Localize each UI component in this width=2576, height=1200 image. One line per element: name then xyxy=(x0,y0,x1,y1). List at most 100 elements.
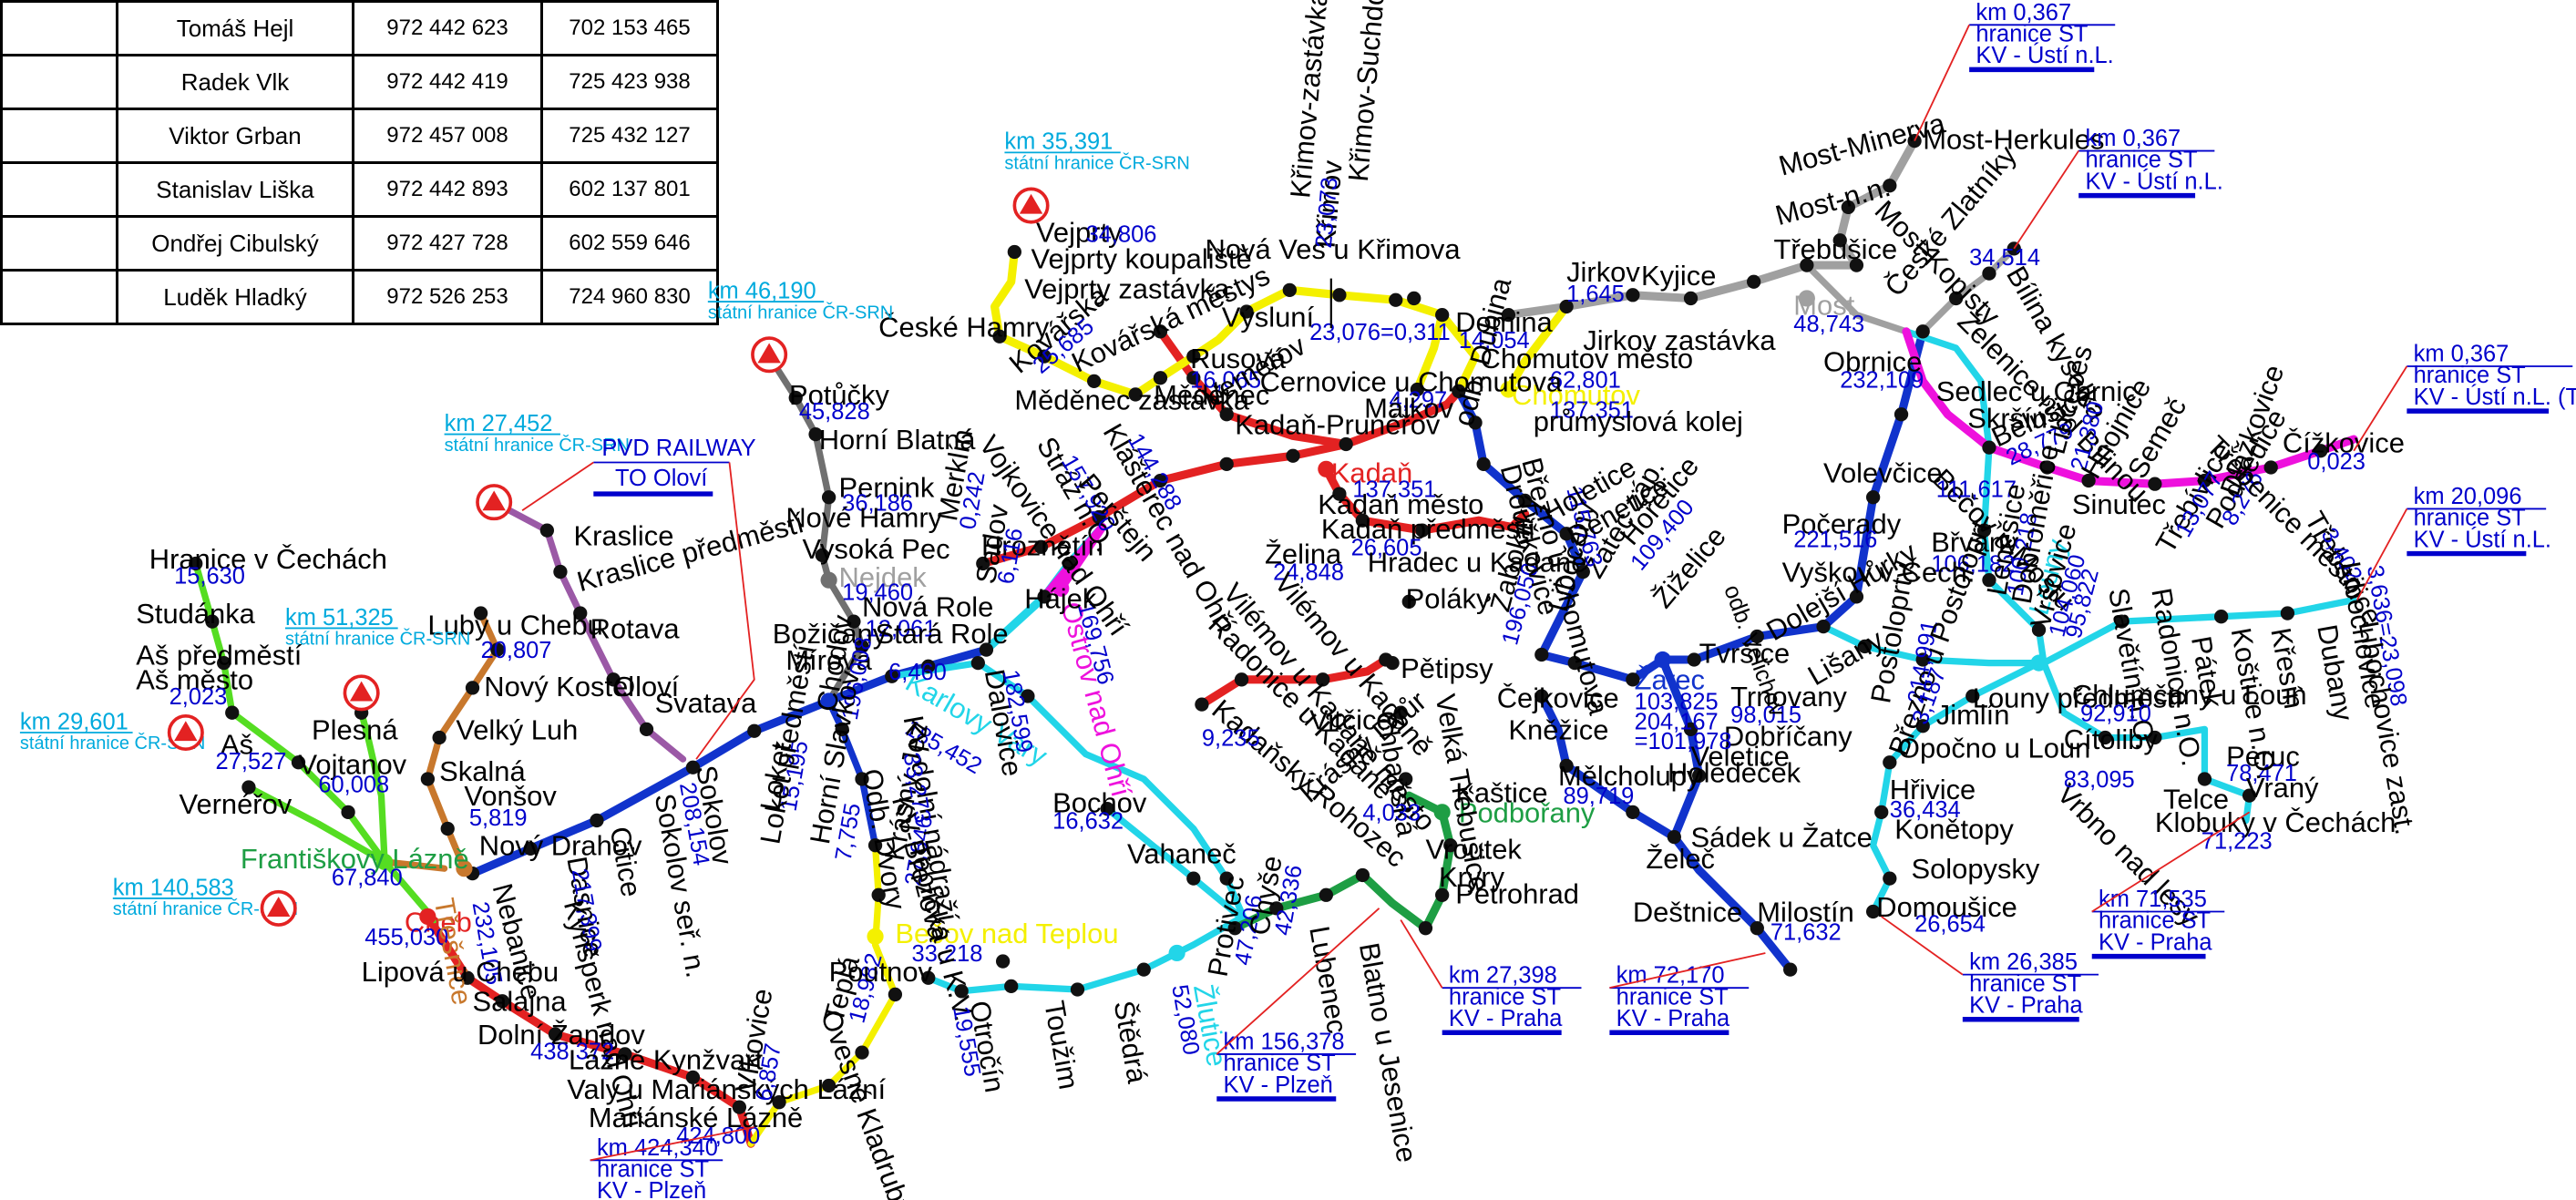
station-label: Nová Role xyxy=(862,591,993,623)
contact-name: Luděk Hladký xyxy=(116,269,354,325)
border-label: státní hranice ČR-SRN xyxy=(708,302,893,323)
station-node xyxy=(855,1045,869,1060)
station-node xyxy=(1626,805,1640,819)
border-label: státní hranice ČR-SRN xyxy=(445,435,630,456)
station-node xyxy=(1219,871,1234,886)
station-km: 60,008 xyxy=(318,773,389,798)
station-label: Studánka xyxy=(136,598,255,630)
station-km: 83,095 xyxy=(2064,767,2135,793)
station-node xyxy=(1318,460,1335,477)
station-label: Toužim xyxy=(1038,999,1084,1092)
station-km: 438,372 xyxy=(530,1039,614,1064)
station-label: Vejprty xyxy=(1036,217,1123,249)
border-label: státní hranice ČR-SRN xyxy=(285,629,470,650)
station-node xyxy=(1865,490,1881,505)
station-node xyxy=(1683,291,1699,306)
hub-label: Cheb xyxy=(405,906,472,938)
station-label: Plesná xyxy=(312,713,398,745)
junction-km: 23,076=0,311 xyxy=(1309,320,1451,345)
station-label: Velký Luh xyxy=(456,713,578,745)
station-label: Hřivice xyxy=(1890,774,1976,805)
border-label: státní hranice ČR-SRN xyxy=(1004,153,1189,174)
station-label: Oloví xyxy=(613,671,680,703)
station-km: 98,015 xyxy=(1730,703,1801,728)
contact-name: Viktor Grban xyxy=(116,108,354,164)
station-node xyxy=(1654,651,1671,669)
station-label: Bochov xyxy=(1052,786,1147,818)
contact-name: Radek Vlk xyxy=(116,54,354,110)
station-node xyxy=(1517,493,1533,508)
limit-label: KV - Ústí n.L. xyxy=(1976,42,2113,68)
station-node xyxy=(419,908,436,926)
station-label: Sinutec xyxy=(2072,488,2166,520)
station-km: 5,819 xyxy=(469,805,528,831)
limit-label: KV - Plzeň xyxy=(1224,1072,1333,1098)
station-node xyxy=(2114,614,2130,629)
hub-label: Bečov nad Teplou xyxy=(895,918,1118,949)
station-label: České Hamry xyxy=(878,311,1050,343)
border-km: km 46,190 xyxy=(708,278,816,303)
lime-line-plesna xyxy=(358,709,388,866)
station-label: Opočno u Loun xyxy=(1898,732,2090,764)
station-node xyxy=(1849,258,1864,272)
station-label: Nová Ves u Křimova xyxy=(1206,233,1462,265)
station-node xyxy=(553,564,568,579)
station-node xyxy=(1052,579,1070,597)
limit-km: km 424,340 xyxy=(597,1135,718,1161)
station-label: Petrohrad xyxy=(1455,877,1579,909)
hub-km: 455,030 xyxy=(364,925,448,950)
station-node xyxy=(1153,473,1168,488)
station-node xyxy=(1004,979,1019,993)
hub-km: 48,743 xyxy=(1793,312,1864,337)
station-node xyxy=(1667,829,1681,845)
station-node xyxy=(1239,304,1254,319)
station-node xyxy=(1626,288,1640,303)
station-node xyxy=(921,659,936,673)
station-label: Nové Hamry xyxy=(785,501,942,533)
station-label: Aš město xyxy=(136,664,253,696)
station-label: Měděnec zastávka xyxy=(1014,384,1250,415)
station-km: 78,471 xyxy=(2226,761,2297,786)
station-label: Milostín xyxy=(1757,896,1853,928)
station-node xyxy=(1800,258,1814,272)
station-label: Lubenec xyxy=(1303,924,1353,1036)
contact-phone2: 724 960 830 xyxy=(540,269,719,325)
station-label: Poláky xyxy=(1406,583,1491,615)
contact-phone2: 725 423 938 xyxy=(540,54,719,110)
station-label: Most-Herkules xyxy=(1923,124,2104,156)
station-node xyxy=(1683,722,1699,737)
limit-pointer xyxy=(1881,916,1964,976)
station-label: Vyškov v Čech. xyxy=(1782,556,1976,588)
station-label: Hradec u Kadaně xyxy=(1368,547,1587,579)
station-node xyxy=(1747,274,1761,289)
station-label: průmyslová kolej xyxy=(1534,405,1743,437)
contact-blank xyxy=(0,54,118,110)
station-node xyxy=(460,970,475,985)
border-km: km 35,391 xyxy=(1004,129,1113,155)
limit-pointer xyxy=(2355,508,2408,600)
station-node xyxy=(1915,324,1930,339)
station-node xyxy=(639,722,654,737)
station-node xyxy=(1168,944,1185,962)
station-node xyxy=(1393,705,1408,720)
station-km: 15,630 xyxy=(174,563,245,589)
station-label: Měděnec xyxy=(1154,379,1269,411)
station-label: Vojtanov xyxy=(299,749,407,781)
station-km: 106,182 xyxy=(1931,552,2015,578)
station-node xyxy=(1575,564,1590,579)
station-node xyxy=(1883,179,1897,193)
station-label: Lipová u Chebu xyxy=(362,956,559,988)
station-node xyxy=(1948,291,1964,306)
contact-name: Ondřej Cibulský xyxy=(116,215,354,272)
limit-label: KV - Praha xyxy=(1449,1006,1563,1031)
hub-label: Františkovy Lázně xyxy=(241,843,469,875)
station-label: Kadaň předměstí xyxy=(1321,513,1536,545)
station-node xyxy=(954,984,969,999)
lime-line-as xyxy=(192,559,438,924)
station-label: Rotava xyxy=(590,612,681,644)
contact-phone1: 972 526 253 xyxy=(352,269,543,325)
border-label: státní hranice ČR-SRN xyxy=(113,898,298,919)
hub-km: 137,351 xyxy=(1352,477,1436,503)
station-km: 20,807 xyxy=(481,638,552,663)
station-node xyxy=(1883,871,1897,886)
